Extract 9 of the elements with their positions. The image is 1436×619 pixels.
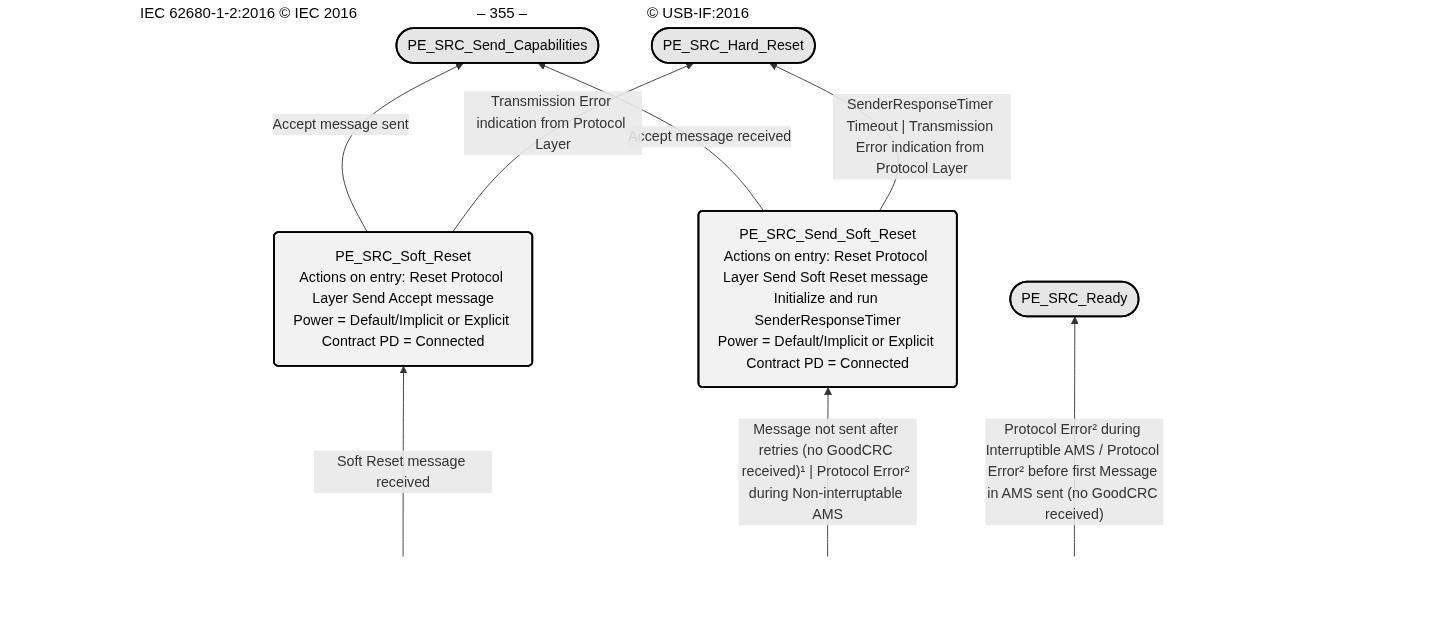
edge-label: Accept message sent	[272, 116, 409, 132]
header-text: IEC 62680-1-2:2016 © IEC 2016	[140, 4, 358, 21]
edge-label: Message not sent after retries (no GoodCRC received)¹ | Protocol Error² during Non-interruptable AMS	[741, 421, 910, 522]
edge-label: Soft Reset message received	[336, 453, 466, 490]
edge-label: Protocol Error² during Interruptible AMS / Protocol Error² before first Message in AMS sent (no GoodCRC received)	[985, 421, 1160, 522]
header-text: © USB-IF:2016	[647, 4, 749, 21]
edge-label: SenderResponseTimer Timeout | Transmission Error indication from Protocol Layer	[846, 96, 994, 177]
edge-label: Transmission Error indication from Protocol Layer	[476, 93, 626, 152]
header-text: – 355 –	[477, 4, 528, 21]
